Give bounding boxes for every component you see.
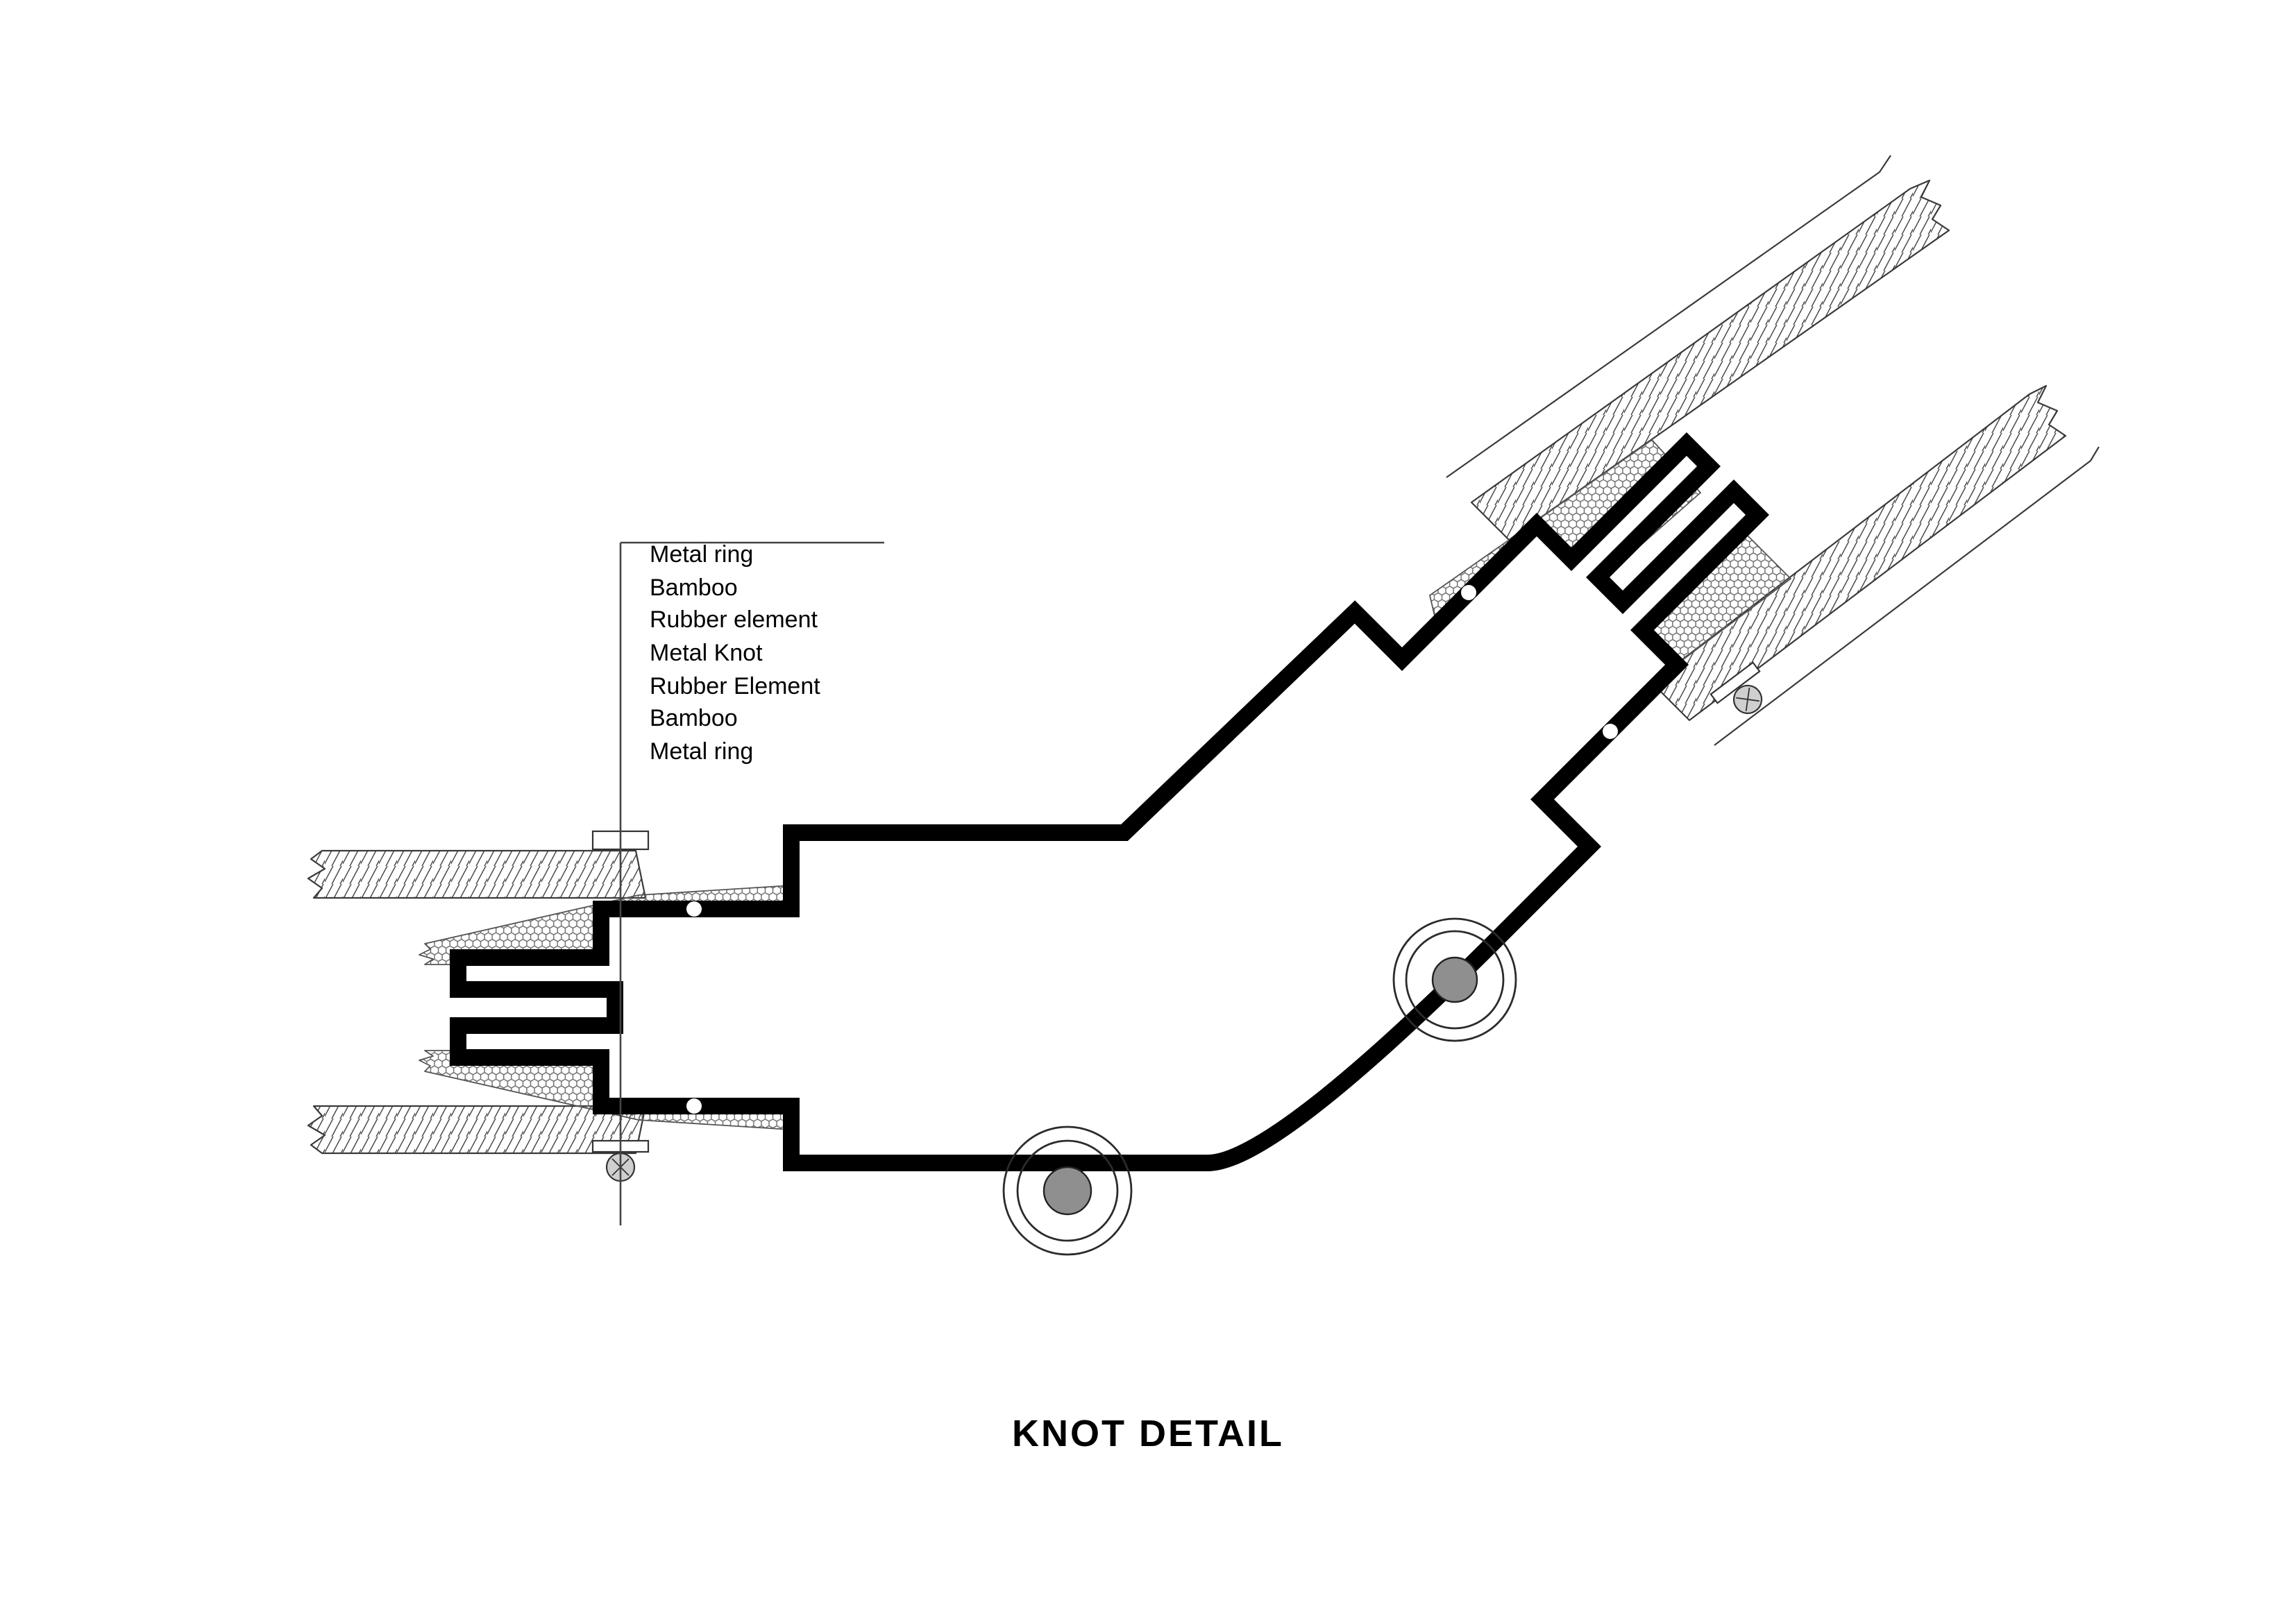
notch-left-top [686, 901, 702, 917]
bamboo-pole-left [307, 849, 647, 1155]
bamboo-right-top-wall [1470, 179, 1950, 541]
drawing-title: KNOT DETAIL [1012, 1413, 1284, 1454]
bamboo-pole-right [1446, 155, 2100, 746]
bolt-head [1431, 956, 1478, 1003]
callout-label: Bamboo [650, 705, 738, 731]
callout-labels: Metal ring Bamboo Rubber element Metal K… [650, 541, 820, 765]
callout-label: Rubber element [650, 606, 818, 633]
notch-left-bottom [686, 1098, 702, 1114]
callout-label: Bamboo [650, 575, 738, 601]
notch-right-bottom [1603, 724, 1618, 739]
callout-label: Metal Knot [650, 640, 763, 666]
washer-plate [1710, 661, 1761, 704]
bamboo-right-outer-edge-bottom [1714, 446, 2100, 746]
bamboo-right-outer-edge-top [1446, 155, 1891, 478]
callout-label: Rubber Element [650, 673, 820, 699]
screw-upper-right [1710, 661, 1763, 715]
wall-notches [686, 585, 1618, 1114]
bolt-fastener-right [1392, 917, 1517, 1042]
bolt-outer-ring [1002, 1125, 1133, 1256]
notch-right-top [1461, 585, 1476, 600]
bamboo-left-top-wall [307, 849, 647, 899]
bamboo-left-bottom-wall [307, 1105, 647, 1155]
bolt-mid-ring [1016, 1139, 1119, 1242]
bolt-head [1043, 1166, 1092, 1216]
callout-label: Metal ring [650, 541, 753, 568]
screw-head-hatch [1736, 688, 1759, 711]
bolt-fastener-bottom [1002, 1125, 1133, 1256]
callout-label: Metal ring [650, 738, 753, 765]
bolt-outer-ring [1392, 917, 1517, 1042]
callout-leader [619, 541, 884, 1225]
bamboo-right-bottom-wall [1651, 384, 2067, 722]
bolt-mid-ring [1405, 930, 1505, 1030]
